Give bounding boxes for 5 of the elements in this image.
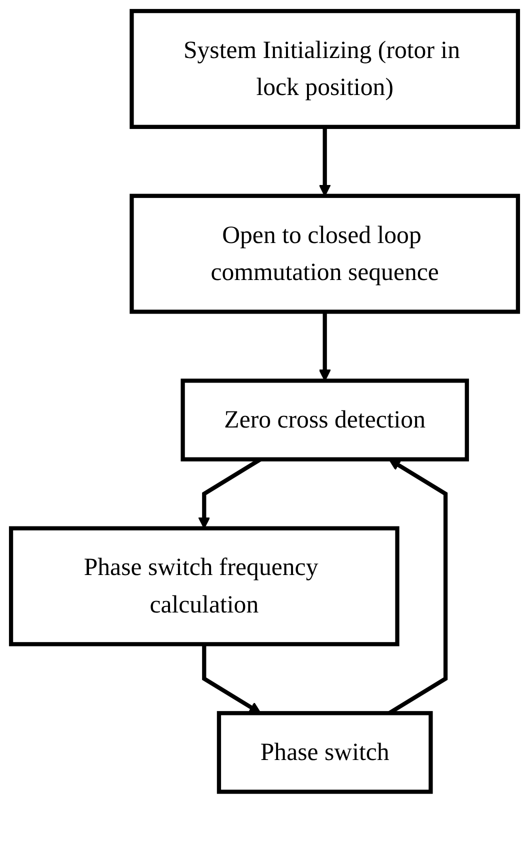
node-box: Open to closed loop commutation sequence [130, 194, 520, 314]
node-box: Phase switch frequency calculation [8, 526, 400, 646]
node-box: Zero cross detection [180, 378, 469, 462]
node-box: System Initializing (rotor in lock position) [130, 8, 520, 129]
node-box: Phase switch [216, 711, 433, 794]
